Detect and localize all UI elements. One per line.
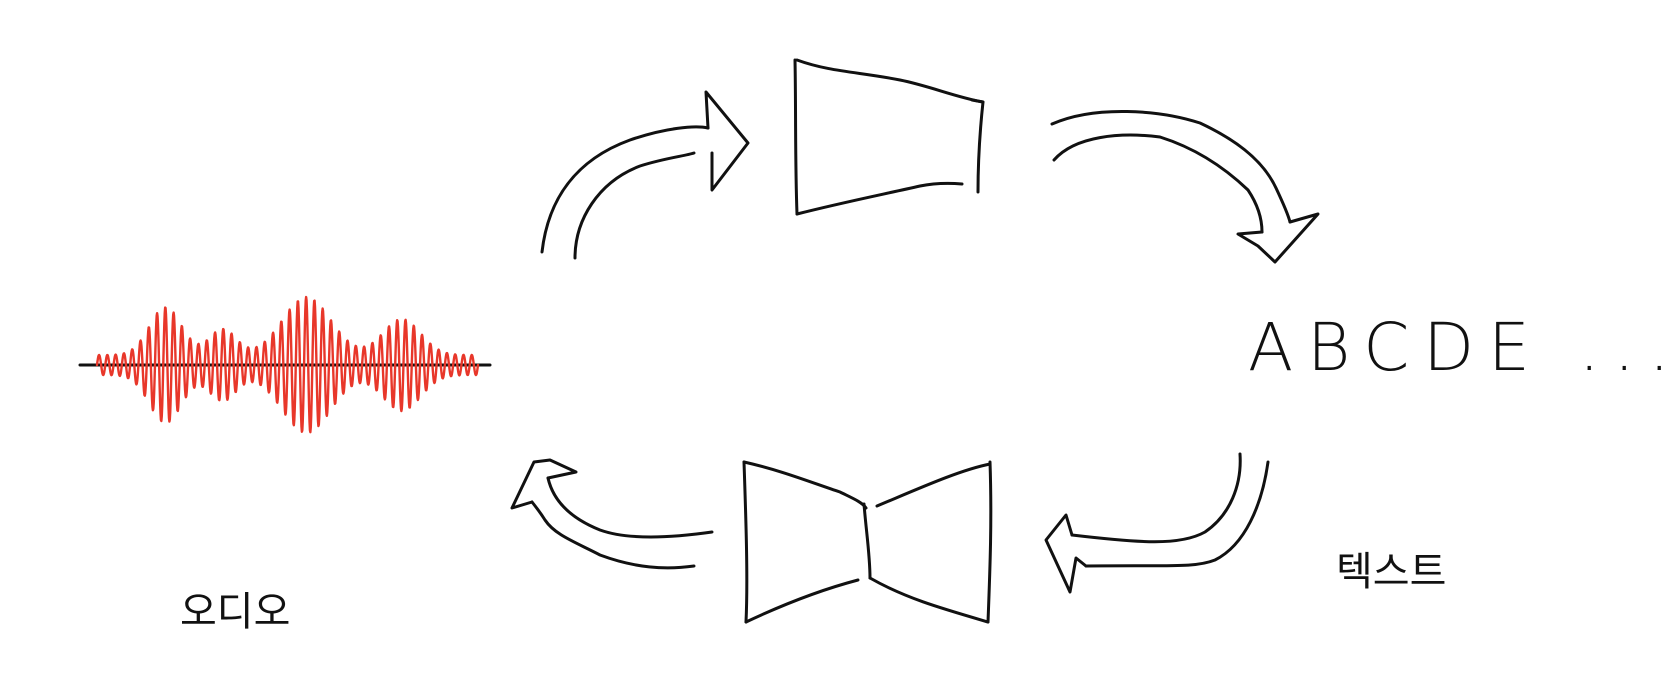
curved-arrow-icon	[1050, 109, 1320, 264]
encoder-trapezoid-icon	[793, 58, 985, 216]
curved-arrow-icon	[1044, 452, 1270, 594]
curved-arrow-icon	[540, 90, 750, 260]
text-label: 텍스트	[1336, 549, 1446, 595]
audio-label: 오디오	[180, 589, 290, 635]
sequence-label: ABCDE ...	[1248, 309, 1672, 386]
waveform-icon	[78, 295, 492, 434]
curved-arrow-icon	[510, 458, 714, 570]
bottleneck-autoencoder-icon	[742, 460, 993, 624]
waveform-signal	[95, 295, 480, 434]
